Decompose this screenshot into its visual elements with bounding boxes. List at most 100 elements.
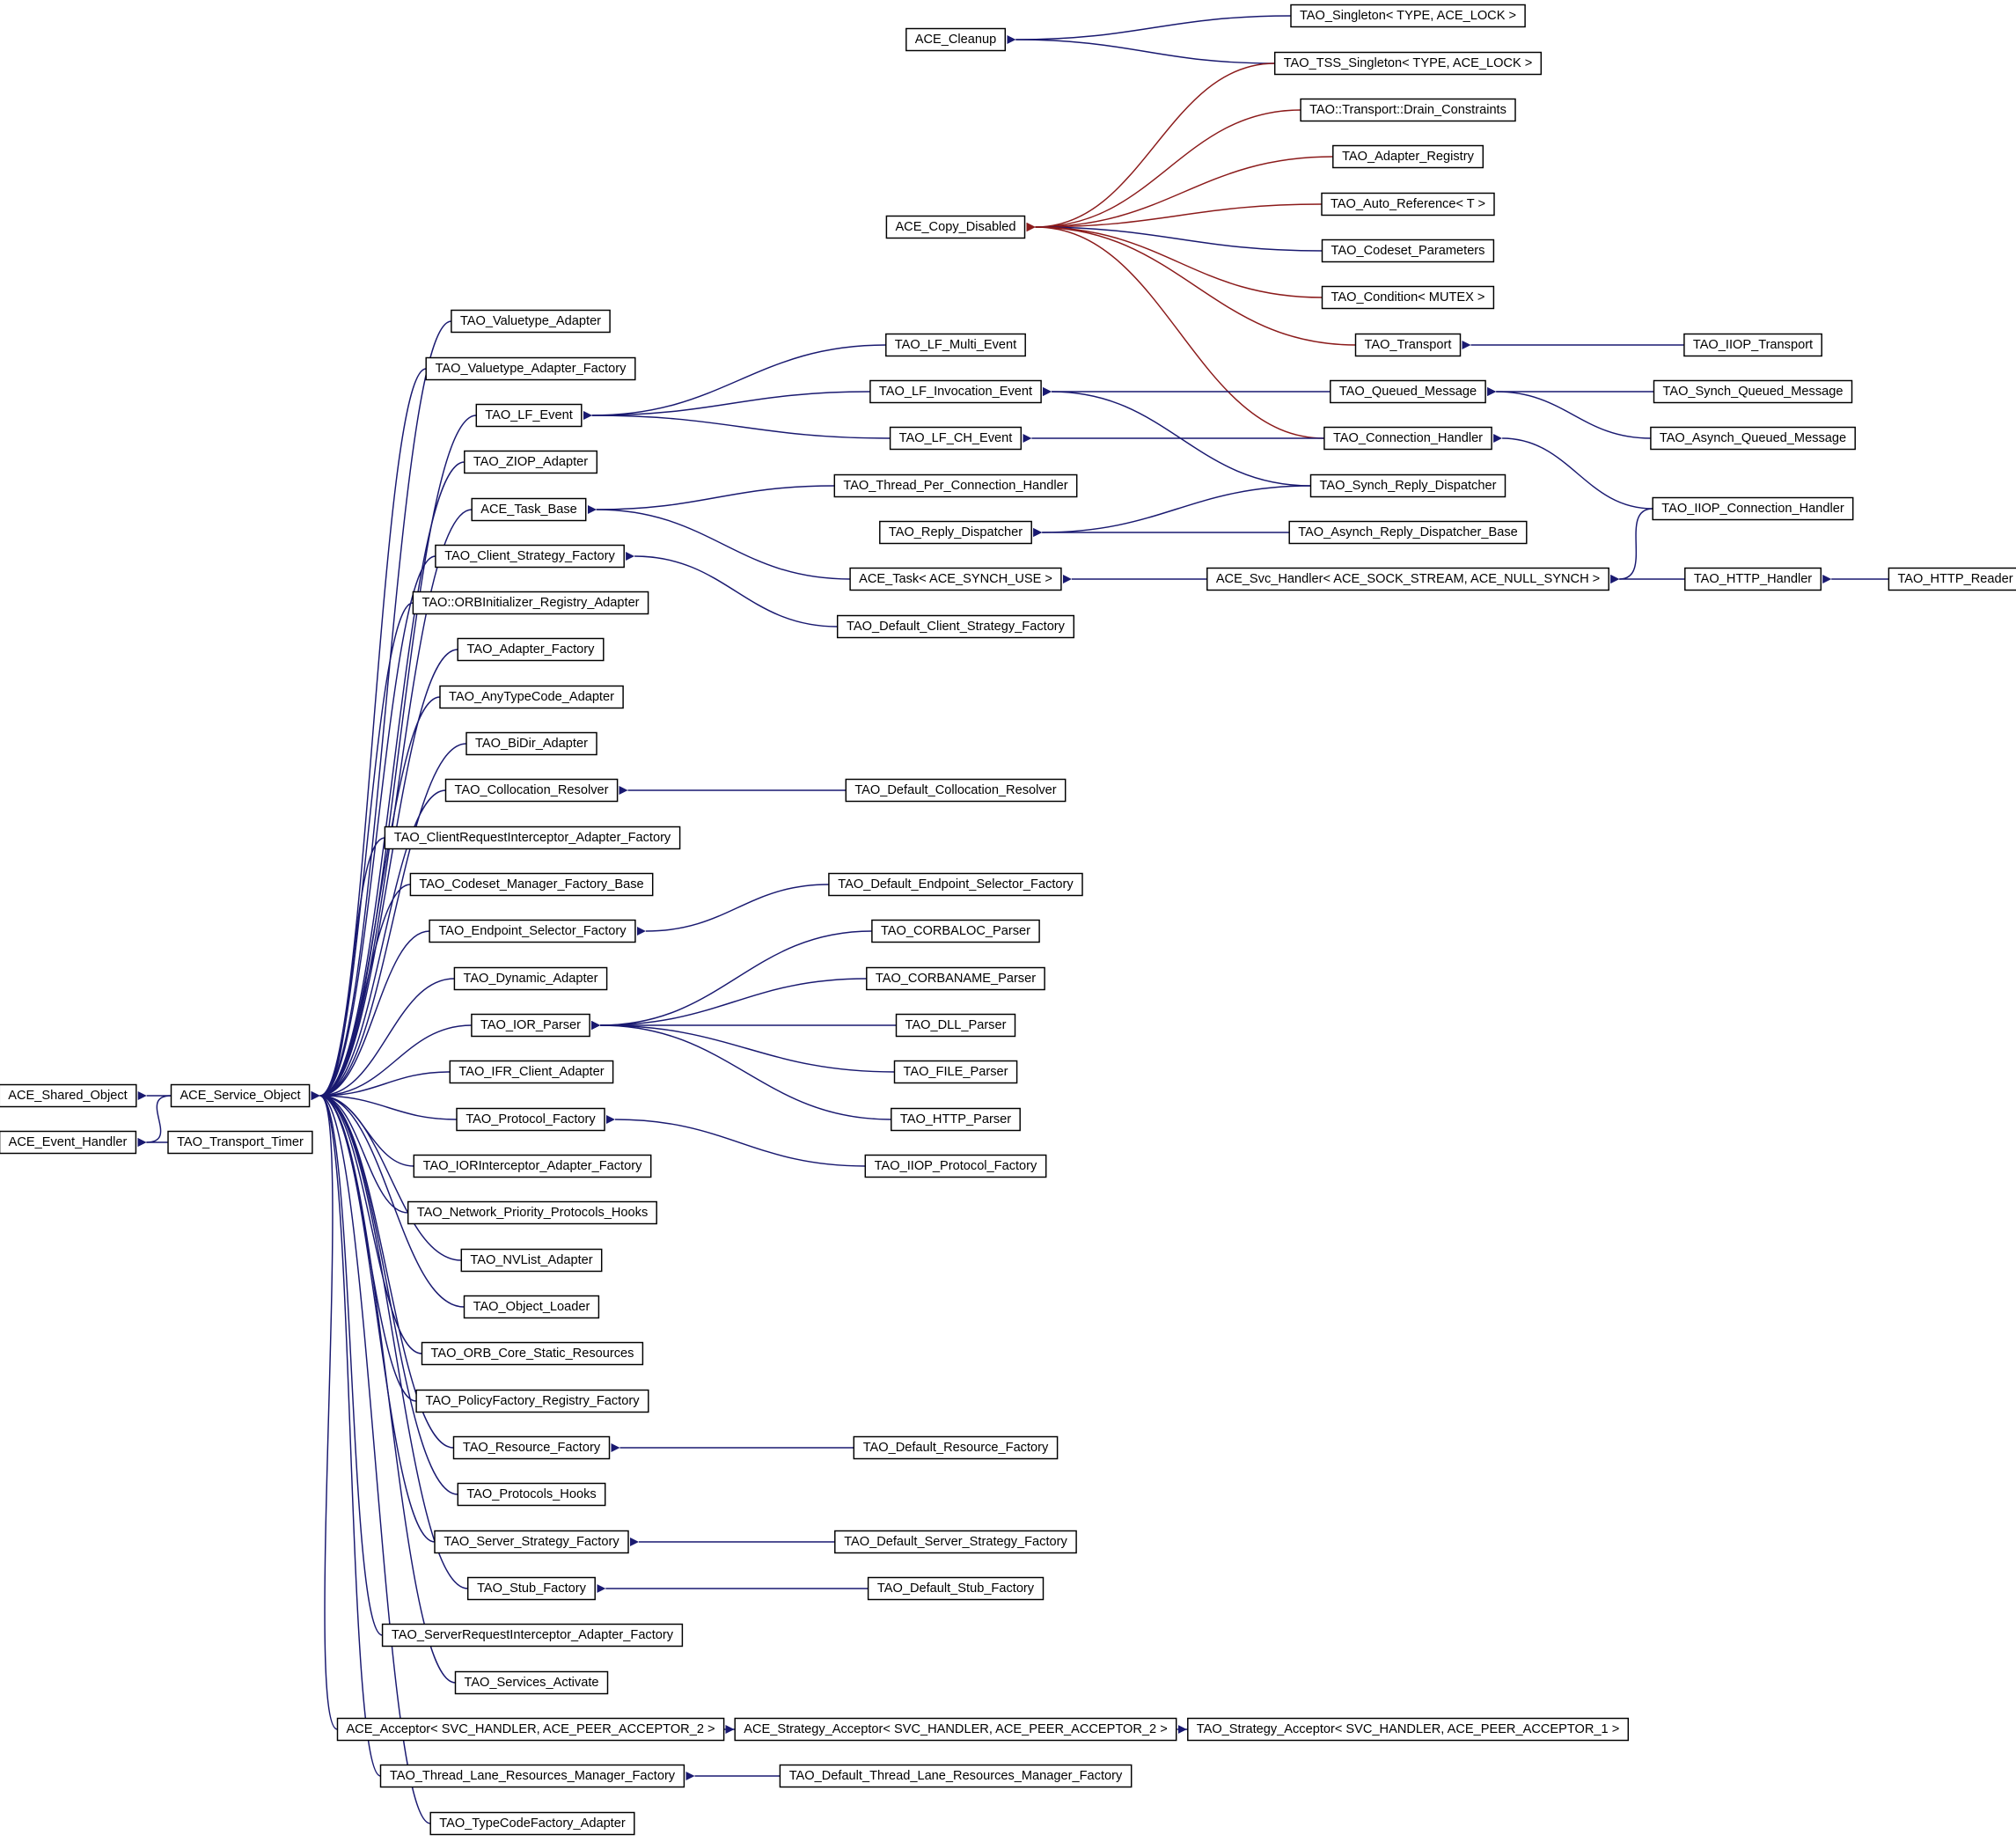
class-node-tao-iiop-connection-handler[interactable]: TAO_IIOP_Connection_Handler (1652, 496, 1854, 521)
class-node-tao-services-activate[interactable]: TAO_Services_Activate (454, 1670, 609, 1695)
class-node-tao-stub-factory[interactable]: TAO_Stub_Factory (466, 1576, 596, 1601)
class-node-tao-corbaname-parser[interactable]: TAO_CORBANAME_Parser (866, 966, 1045, 991)
class-node-tao-queued-message[interactable]: TAO_Queued_Message (1330, 379, 1486, 404)
edge-tao-lf-event-to-tao-lf-invocation-event (583, 391, 870, 421)
class-node-tao-reply-dispatcher[interactable]: TAO_Reply_Dispatcher (879, 520, 1032, 545)
class-node-ace-svc-handler[interactable]: ACE_Svc_Handler< ACE_SOCK_STREAM, ACE_NU… (1206, 567, 1609, 591)
edge-ace-service-object-to-tao-collocation-resolver (311, 789, 446, 1101)
class-node-box (879, 520, 1032, 545)
class-node-label: ACE_Acceptor< SVC_HANDLER, ACE_PEER_ACCE… (346, 1722, 715, 1736)
class-node-tao-lf-multi-event[interactable]: TAO_LF_Multi_Event (885, 333, 1026, 357)
class-node-ace-task-base[interactable]: ACE_Task_Base (471, 497, 587, 522)
class-node-tao-iiop-protocol-factory[interactable]: TAO_IIOP_Protocol_Factory (864, 1154, 1047, 1178)
class-node-tao-synch-reply-dispatcher[interactable]: TAO_Synch_Reply_Dispatcher (1309, 473, 1507, 498)
class-node-tao-default-collocation-resolver[interactable]: TAO_Default_Collocation_Resolver (845, 778, 1067, 803)
edge-tao-queued-message-to-tao-asynch-queued-message (1487, 386, 1651, 439)
class-node-tao-default-resource-factory[interactable]: TAO_Default_Resource_Factory (853, 1435, 1059, 1460)
class-node-tao-nvlist-adapter[interactable]: TAO_NVList_Adapter (460, 1248, 603, 1273)
class-node-box (409, 872, 654, 897)
edge-tao-ior-parser-to-tao-corbaname-parser (591, 978, 867, 1031)
class-node-tao-object-loader[interactable]: TAO_Object_Loader (463, 1295, 600, 1319)
edge-ace-service-object-to-tao-stub-factory (311, 1090, 468, 1589)
class-node-tao-typecodefactory-adapter[interactable]: TAO_TypeCodeFactory_Adapter (429, 1811, 635, 1836)
class-node-ace-event-handler[interactable]: ACE_Event_Handler (0, 1130, 137, 1155)
class-node-tao-auto-reference[interactable]: TAO_Auto_Reference< T > (1321, 192, 1495, 216)
class-node-tao-asynch-queued-message[interactable]: TAO_Asynch_Queued_Message (1650, 426, 1856, 451)
class-node-tao-anytypecode-adapter[interactable]: TAO_AnyTypeCode_Adapter (439, 685, 624, 709)
class-node-tao-default-client-strategy-factory[interactable]: TAO_Default_Client_Strategy_Factory (836, 614, 1075, 639)
class-node-label: TAO_Resource_Factory (463, 1441, 601, 1455)
class-node-tao-iorinterceptor-adapter-factory[interactable]: TAO_IORInterceptor_Adapter_Factory (413, 1154, 652, 1178)
class-node-tao-endpoint-selector-factory[interactable]: TAO_Endpoint_Selector_Factory (429, 919, 636, 943)
class-node-tao-corbaloc-parser[interactable]: TAO_CORBALOC_Parser (871, 919, 1040, 943)
class-node-tao-resource-factory[interactable]: TAO_Resource_Factory (452, 1435, 611, 1460)
class-node-tao-dynamic-adapter[interactable]: TAO_Dynamic_Adapter (453, 966, 608, 991)
class-node-label: TAO_Codeset_Parameters (1331, 244, 1485, 258)
class-node-tao-synch-queued-message[interactable]: TAO_Synch_Queued_Message (1653, 379, 1853, 404)
class-node-tao-collocation-resolver[interactable]: TAO_Collocation_Resolver (444, 778, 619, 803)
class-node-tao-default-thread-lane-resources-manager-factory[interactable]: TAO_Default_Thread_Lane_Resources_Manage… (779, 1764, 1133, 1788)
class-node-tao-tss-singleton[interactable]: TAO_TSS_Singleton< TYPE, ACE_LOCK > (1273, 51, 1543, 76)
class-node-tao-adapter-factory[interactable]: TAO_Adapter_Factory (457, 637, 605, 662)
class-node-tao-dll-parser[interactable]: TAO_DLL_Parser (895, 1013, 1016, 1038)
class-node-tao-condition[interactable]: TAO_Condition< MUTEX > (1321, 285, 1495, 310)
class-node-box (871, 919, 1040, 943)
class-node-tao-connection-handler[interactable]: TAO_Connection_Handler (1323, 426, 1492, 451)
class-node-tao-server-strategy-factory[interactable]: TAO_Server_Strategy_Factory (434, 1530, 629, 1554)
class-node-tao-network-priority-protocols-hooks[interactable]: TAO_Network_Priority_Protocols_Hooks (407, 1200, 657, 1225)
class-node-label: TAO_Adapter_Factory (467, 642, 596, 657)
class-node-tao-default-endpoint-selector-factory[interactable]: TAO_Default_Endpoint_Selector_Factory (828, 872, 1083, 897)
class-node-tao-singleton[interactable]: TAO_Singleton< TYPE, ACE_LOCK > (1290, 4, 1526, 28)
class-node-tao-codeset-manager-factory-base[interactable]: TAO_Codeset_Manager_Factory_Base (409, 872, 654, 897)
edge-ace-service-object-to-tao-valuetype-adapter-factory (311, 368, 427, 1101)
class-node-tao-codeset-parameters[interactable]: TAO_Codeset_Parameters (1321, 239, 1495, 263)
class-node-box (834, 1530, 1077, 1554)
class-node-tao-iiop-transport[interactable]: TAO_IIOP_Transport (1683, 333, 1822, 357)
class-node-tao-drain-constraints[interactable]: TAO::Transport::Drain_Constraints (1300, 98, 1516, 122)
class-node-tao-ziop-adapter[interactable]: TAO_ZIOP_Adapter (464, 450, 598, 474)
class-node-tao-file-parser[interactable]: TAO_FILE_Parser (893, 1060, 1018, 1084)
class-node-tao-transport[interactable]: TAO_Transport (1354, 333, 1462, 357)
class-node-label: ACE_Event_Handler (9, 1135, 128, 1149)
edge-tao-ior-parser-to-tao-corbaloc-parser (591, 930, 872, 1031)
class-node-tao-valuetype-adapter-factory[interactable]: TAO_Valuetype_Adapter_Factory (425, 356, 636, 381)
class-node-ace-acceptor[interactable]: ACE_Acceptor< SVC_HANDLER, ACE_PEER_ACCE… (336, 1717, 725, 1742)
class-node-tao-ifr-client-adapter[interactable]: TAO_IFR_Client_Adapter (449, 1060, 614, 1084)
class-node-tao-thread-per-connection-handler[interactable]: TAO_Thread_Per_Connection_Handler (833, 473, 1078, 498)
class-node-tao-strategy-acceptor[interactable]: TAO_Strategy_Acceptor< SVC_HANDLER, ACE_… (1187, 1717, 1630, 1742)
class-node-tao-http-parser[interactable]: TAO_HTTP_Parser (891, 1107, 1021, 1132)
class-node-tao-valuetype-adapter[interactable]: TAO_Valuetype_Adapter (451, 309, 611, 334)
class-node-tao-lf-event[interactable]: TAO_LF_Event (475, 403, 583, 428)
edge-ace-copy-disabled-to-tao-condition (1026, 222, 1323, 298)
class-node-tao-http-reader[interactable]: TAO_HTTP_Reader (1888, 567, 2016, 591)
class-node-label: TAO_Synch_Queued_Message (1663, 385, 1844, 399)
class-node-tao-serverrequestinterceptor-adapter-factory[interactable]: TAO_ServerRequestInterceptor_Adapter_Fac… (381, 1623, 684, 1648)
class-node-label: ACE_Copy_Disabled (895, 220, 1015, 234)
class-node-ace-strategy-acceptor[interactable]: ACE_Strategy_Acceptor< SVC_HANDLER, ACE_… (734, 1717, 1177, 1742)
class-node-tao-protocol-factory[interactable]: TAO_Protocol_Factory (456, 1107, 605, 1132)
class-node-tao-adapter-registry[interactable]: TAO_Adapter_Registry (1332, 144, 1485, 169)
class-node-tao-thread-lane-resources-manager-factory[interactable]: TAO_Thread_Lane_Resources_Manager_Factor… (379, 1764, 685, 1788)
class-node-tao-bidir-adapter[interactable]: TAO_BiDir_Adapter (466, 731, 597, 756)
class-node-tao-lf-ch-event[interactable]: TAO_LF_CH_Event (889, 426, 1023, 451)
class-node-ace-copy-disabled[interactable]: ACE_Copy_Disabled (885, 215, 1026, 239)
class-node-ace-shared-object[interactable]: ACE_Shared_Object (0, 1083, 137, 1108)
class-node-tao-clientrequestinterceptor-adapter-factory[interactable]: TAO_ClientRequestInterceptor_Adapter_Fac… (384, 826, 681, 850)
class-node-tao-ior-parser[interactable]: TAO_IOR_Parser (471, 1013, 590, 1038)
class-node-ace-service-object[interactable]: ACE_Service_Object (170, 1083, 311, 1108)
class-node-box (1288, 520, 1528, 545)
class-node-tao-asynch-reply-dispatcher-base[interactable]: TAO_Asynch_Reply_Dispatcher_Base (1288, 520, 1528, 545)
class-node-tao-orbinitializer-registry-adapter[interactable]: TAO::ORBInitializer_Registry_Adapter (412, 591, 649, 615)
class-node-ace-cleanup[interactable]: ACE_Cleanup (905, 27, 1007, 52)
class-node-tao-transport-timer[interactable]: TAO_Transport_Timer (167, 1130, 313, 1155)
class-node-tao-orb-core-static-resources[interactable]: TAO_ORB_Core_Static_Resources (421, 1341, 644, 1366)
class-node-tao-lf-invocation-event[interactable]: TAO_LF_Invocation_Event (869, 379, 1042, 404)
class-node-tao-default-server-strategy-factory[interactable]: TAO_Default_Server_Strategy_Factory (834, 1530, 1077, 1554)
class-node-tao-policyfactory-registry-factory[interactable]: TAO_PolicyFactory_Registry_Factory (415, 1389, 649, 1413)
class-node-tao-default-stub-factory[interactable]: TAO_Default_Stub_Factory (867, 1576, 1045, 1601)
class-node-tao-protocols-hooks[interactable]: TAO_Protocols_Hooks (457, 1482, 606, 1507)
class-node-tao-http-handler[interactable]: TAO_HTTP_Handler (1684, 567, 1822, 591)
class-node-tao-client-strategy-factory[interactable]: TAO_Client_Strategy_Factory (435, 544, 625, 569)
class-node-ace-task[interactable]: ACE_Task< ACE_SYNCH_USE > (849, 567, 1062, 591)
edge-ace-service-object-to-tao-orb-core-static-resources (311, 1090, 422, 1354)
